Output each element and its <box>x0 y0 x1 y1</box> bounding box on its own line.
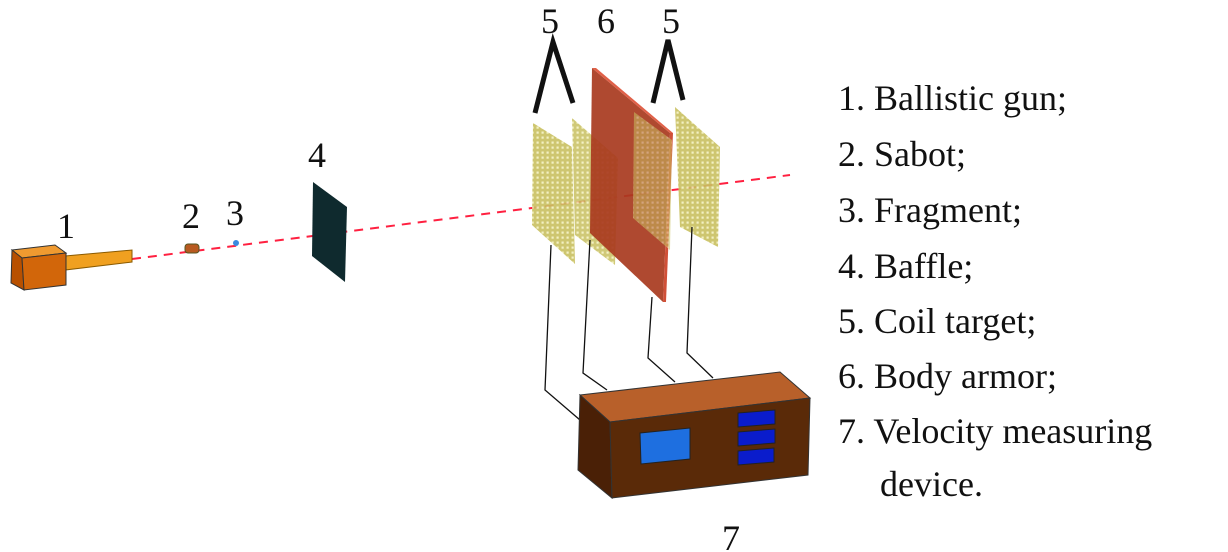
label-1: 1 <box>57 206 75 246</box>
legend-item-4: 4. Baffle; <box>838 246 974 286</box>
legend-item-6: 6. Body armor; <box>838 356 1057 396</box>
label-5b: 5 <box>662 1 680 41</box>
coil-target-4 <box>675 107 720 247</box>
label-7: 7 <box>722 518 740 552</box>
legend-item-2: 2. Sabot; <box>838 134 967 174</box>
coil-pointer-2 <box>650 39 686 104</box>
legend-item-7-cont: device. <box>880 464 983 504</box>
coil-target-1 <box>532 123 575 264</box>
sabot <box>184 243 200 254</box>
ballistic-gun <box>10 244 133 291</box>
legend-item-5: 5. Coil target; <box>838 301 1037 341</box>
device-button <box>737 409 776 428</box>
label-4: 4 <box>308 135 326 175</box>
velocity-measuring-device <box>577 371 812 500</box>
legend-item-3: 3. Fragment; <box>838 190 1022 230</box>
label-2: 2 <box>182 196 200 236</box>
label-6: 6 <box>597 1 615 41</box>
legend-item-1: 1. Ballistic gun; <box>838 78 1067 118</box>
label-3: 3 <box>226 193 244 233</box>
wires <box>544 226 714 421</box>
coil-target-3 <box>633 112 672 250</box>
legend-item-7: 7. Velocity measuring <box>838 411 1153 451</box>
device-button <box>737 428 776 447</box>
label-5a: 5 <box>541 1 559 41</box>
coil-pointer-1 <box>532 33 576 114</box>
device-screen <box>639 427 691 465</box>
device-button <box>737 447 775 466</box>
fragment <box>233 240 239 246</box>
baffle <box>312 182 347 282</box>
